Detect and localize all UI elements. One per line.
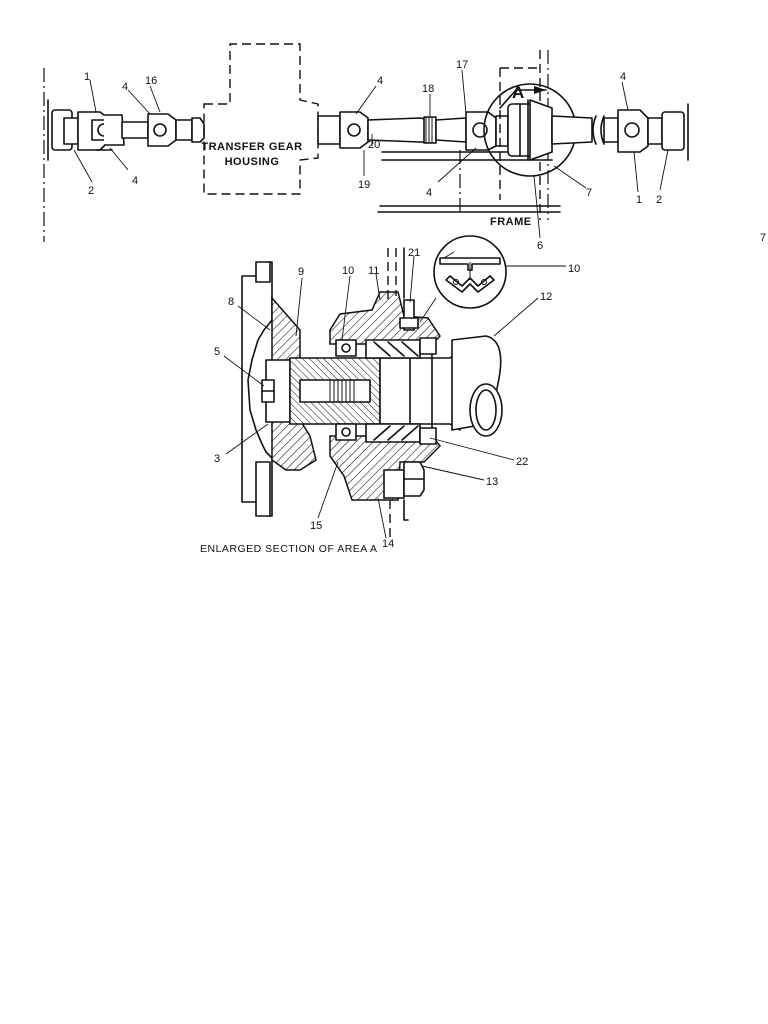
top-callouts: 1 2 4 4 16 4 17 18 20 19 4 4 7 1 2 6 (73, 59, 669, 252)
callout-15: 15 (310, 520, 322, 532)
callout-11: 11 (368, 265, 379, 277)
transfer-label-line1: TRANSFER GEAR (201, 141, 302, 153)
page-number: 7 (760, 232, 766, 244)
transfer-gear-housing: TRANSFER GEAR HOUSING (201, 43, 319, 195)
callout-4-e: 4 (620, 71, 626, 83)
area-a-detail-circle (483, 83, 577, 177)
callout-22: 22 (516, 456, 528, 468)
callout-12: 12 (540, 291, 552, 303)
callout-16: 16 (145, 75, 157, 87)
output-shaft (289, 349, 461, 431)
callout-10-b: 10 (568, 263, 580, 275)
frame-label: FRAME (490, 216, 532, 228)
callout-21: 21 (408, 247, 420, 259)
center-universal-joint (147, 113, 205, 147)
right-universal-joint (617, 109, 685, 153)
callout-1-left: 1 (84, 71, 90, 83)
callout-4-b: 4 (132, 175, 138, 187)
callout-18: 18 (422, 83, 434, 95)
callout-19: 19 (358, 179, 370, 191)
section-callouts: 21 10 11 10 12 9 8 5 3 22 13 15 14 (214, 247, 580, 550)
drive-tube (451, 335, 503, 437)
callout-2-left: 2 (88, 185, 94, 197)
callout-4-a: 4 (122, 81, 128, 93)
callout-5: 5 (214, 346, 220, 358)
callout-4-d: 4 (426, 187, 432, 199)
view-marker-a: A (512, 83, 524, 102)
enlarged-section (241, 235, 507, 540)
callout-6: 6 (537, 240, 543, 252)
mounting-bolt (383, 461, 425, 499)
driveline-overview: TRANSFER GEAR HOUSING (43, 43, 689, 242)
callout-13: 13 (486, 476, 498, 488)
rear-universal-joint (339, 111, 369, 149)
bearing-housing (329, 291, 442, 501)
callout-2-right: 2 (656, 194, 662, 206)
transfer-label-line2: HOUSING (225, 156, 280, 168)
callout-8: 8 (228, 296, 234, 308)
left-universal-joint (77, 111, 125, 151)
callout-7-top: 7 (586, 187, 592, 199)
callout-3: 3 (214, 453, 220, 465)
callout-14: 14 (382, 538, 394, 550)
callout-1-right: 1 (636, 194, 642, 206)
seal-detail-inset (433, 235, 507, 309)
propeller-shaft (367, 116, 467, 144)
section-caption: ENLARGED SECTION OF AREA A (200, 543, 378, 555)
callout-4-c: 4 (377, 75, 383, 87)
callout-20: 20 (368, 139, 380, 151)
callout-9: 9 (298, 266, 304, 278)
callout-17: 17 (456, 59, 468, 71)
callout-10-a: 10 (342, 265, 354, 277)
